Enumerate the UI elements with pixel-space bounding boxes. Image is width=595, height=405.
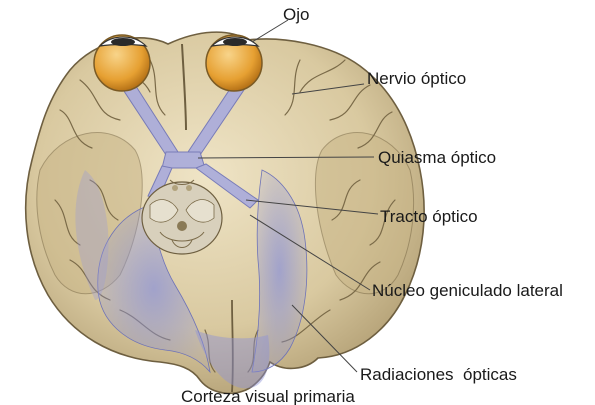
- left-eye: [94, 35, 150, 91]
- label-eye: Ojo: [283, 5, 309, 24]
- optic-chiasm-shape: [162, 152, 205, 168]
- label-optic-chiasm: Quiasma óptico: [378, 148, 496, 167]
- right-eye: [206, 35, 262, 91]
- label-optic-radiations: Radiaciones ópticas: [360, 365, 517, 384]
- label-primary-visual-cortex: Corteza visual primaria: [181, 387, 355, 405]
- label-lateral-geniculate-nucleus: Núcleo geniculado lateral: [372, 281, 563, 300]
- label-optic-tract: Tracto óptico: [380, 207, 478, 226]
- label-optic-nerve: Nervio óptico: [367, 69, 466, 88]
